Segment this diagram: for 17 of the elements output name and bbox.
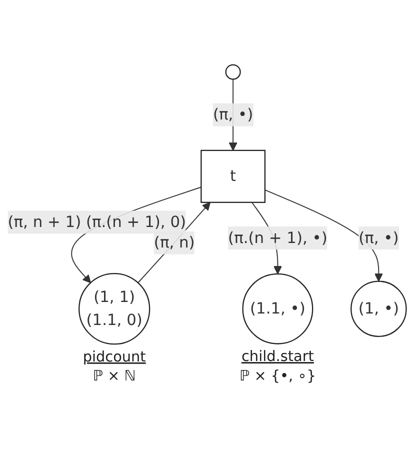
node-circle <box>225 64 241 80</box>
place-type: ℙ × ℕ <box>92 368 136 385</box>
arrow <box>264 190 383 282</box>
arrow <box>138 202 211 284</box>
place-name: child.start <box>242 349 314 366</box>
arrow <box>71 186 202 284</box>
node-circle: (1.1, •) <box>242 274 314 345</box>
edge-label: (π.(n + 1), •) <box>228 228 328 247</box>
node-circle: (1, 1) (1.1, 0) <box>78 273 150 345</box>
edge-label: (π, n) <box>154 233 195 252</box>
place-name: pidcount <box>82 350 146 366</box>
edge-label: (π, •) <box>358 228 399 247</box>
edge-label: (π, n + 1) (π.(n + 1), 0) <box>8 212 186 232</box>
edge-label: (π, •) <box>212 105 254 124</box>
node-circle: (1, •) <box>350 280 407 338</box>
node-box: t <box>200 150 266 204</box>
place-type: ℙ × {•, ∘} <box>240 368 316 385</box>
